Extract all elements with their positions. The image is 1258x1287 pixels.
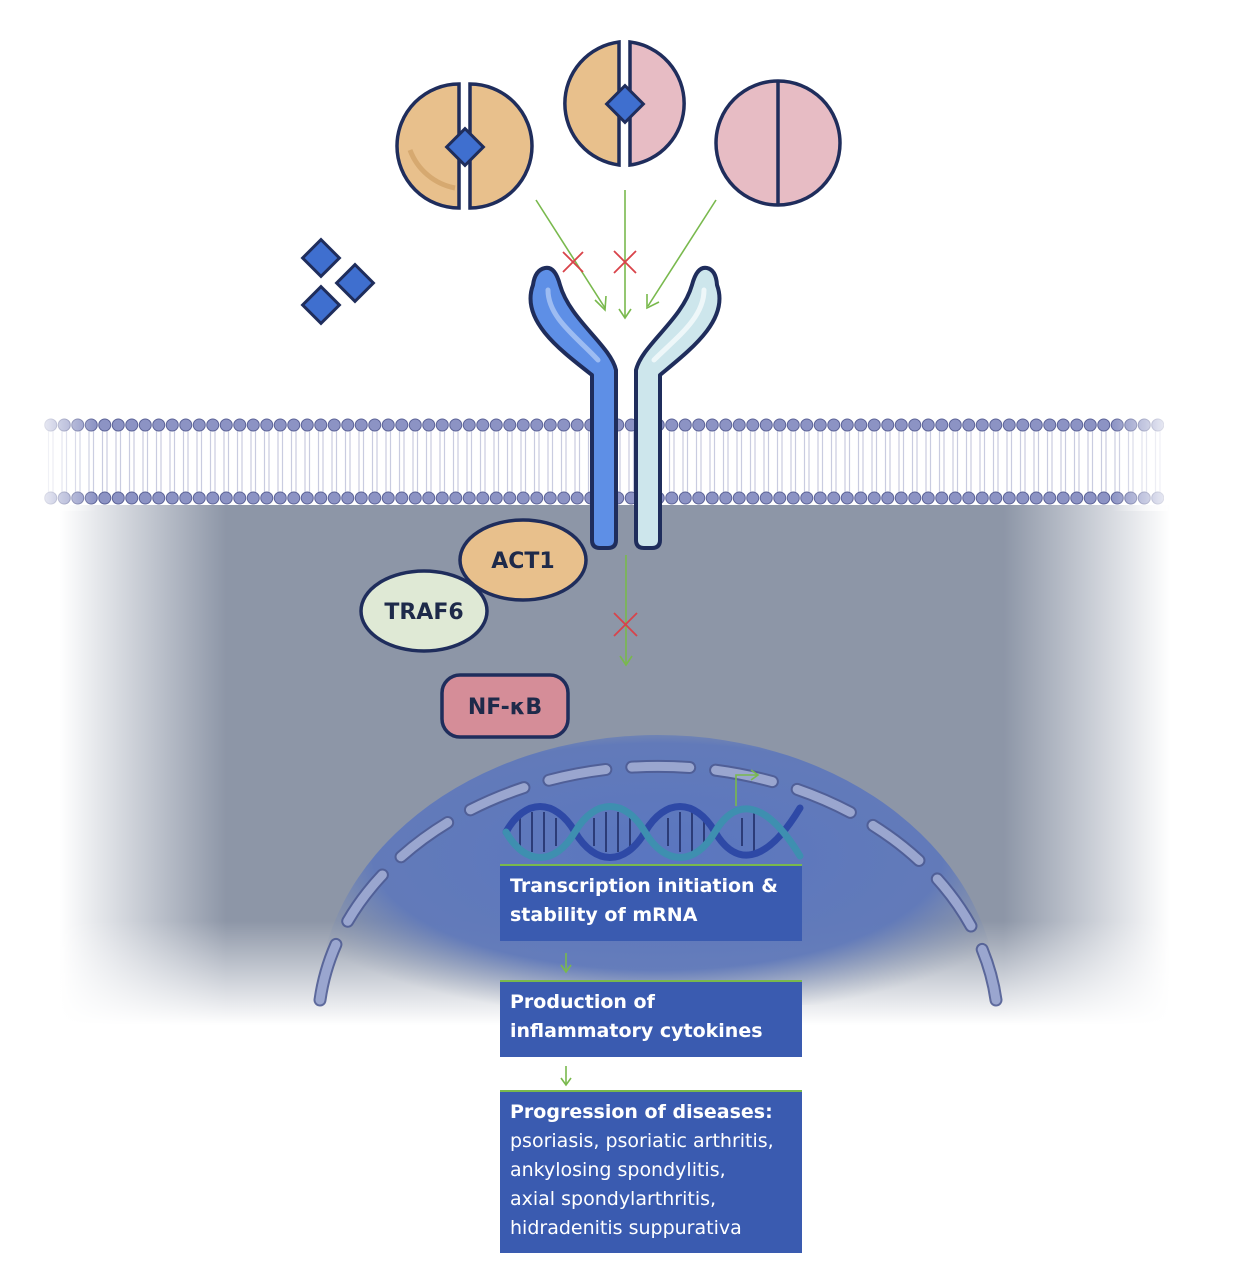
act1-label: ACT1 [491,549,555,574]
ligand-il17af-with-drug [563,40,686,167]
receptor-left-chain [528,265,618,550]
nfkb-label: NF-κB [468,695,542,720]
step-cytokines-title: Production of [510,991,655,1013]
step-transcription-title: Transcription initiation & [510,875,778,897]
disease-line: axial spondylarthritis, [510,1188,717,1210]
step-transcription-title-2: stability of mRNA [510,904,698,926]
step-diseases-title: Progression of diseases: [510,1101,773,1123]
block-marks [562,250,638,637]
il17-receptor [528,265,722,550]
traf6-protein: TRAF6 [359,569,489,653]
act1-protein: ACT1 [458,518,588,602]
ligand-il17a-with-drug [395,82,534,210]
step-cytokines-box: Production of inflammatory cytokines [500,980,802,1057]
step-cytokines-title-2: inflammatory cytokines [510,1020,763,1042]
drug-molecules [300,83,646,326]
flow-arrows [560,953,572,1087]
ligand-il17f [714,79,842,207]
traf6-label: TRAF6 [384,600,463,625]
step-transcription-box: Transcription initiation & stability of … [500,864,802,941]
disease-line: hidradenitis suppurativa [510,1217,742,1239]
nfkb-protein: NF-κB [440,673,570,739]
dna-double-helix [502,769,804,861]
binding-arrows [535,190,717,667]
disease-line: ankylosing spondylitis, [510,1159,726,1181]
disease-line: psoriasis, psoriatic arthritis, [510,1130,774,1152]
receptor-right-chain [634,265,722,550]
step-diseases-box: Progression of diseases: psoriasis, psor… [500,1090,802,1253]
